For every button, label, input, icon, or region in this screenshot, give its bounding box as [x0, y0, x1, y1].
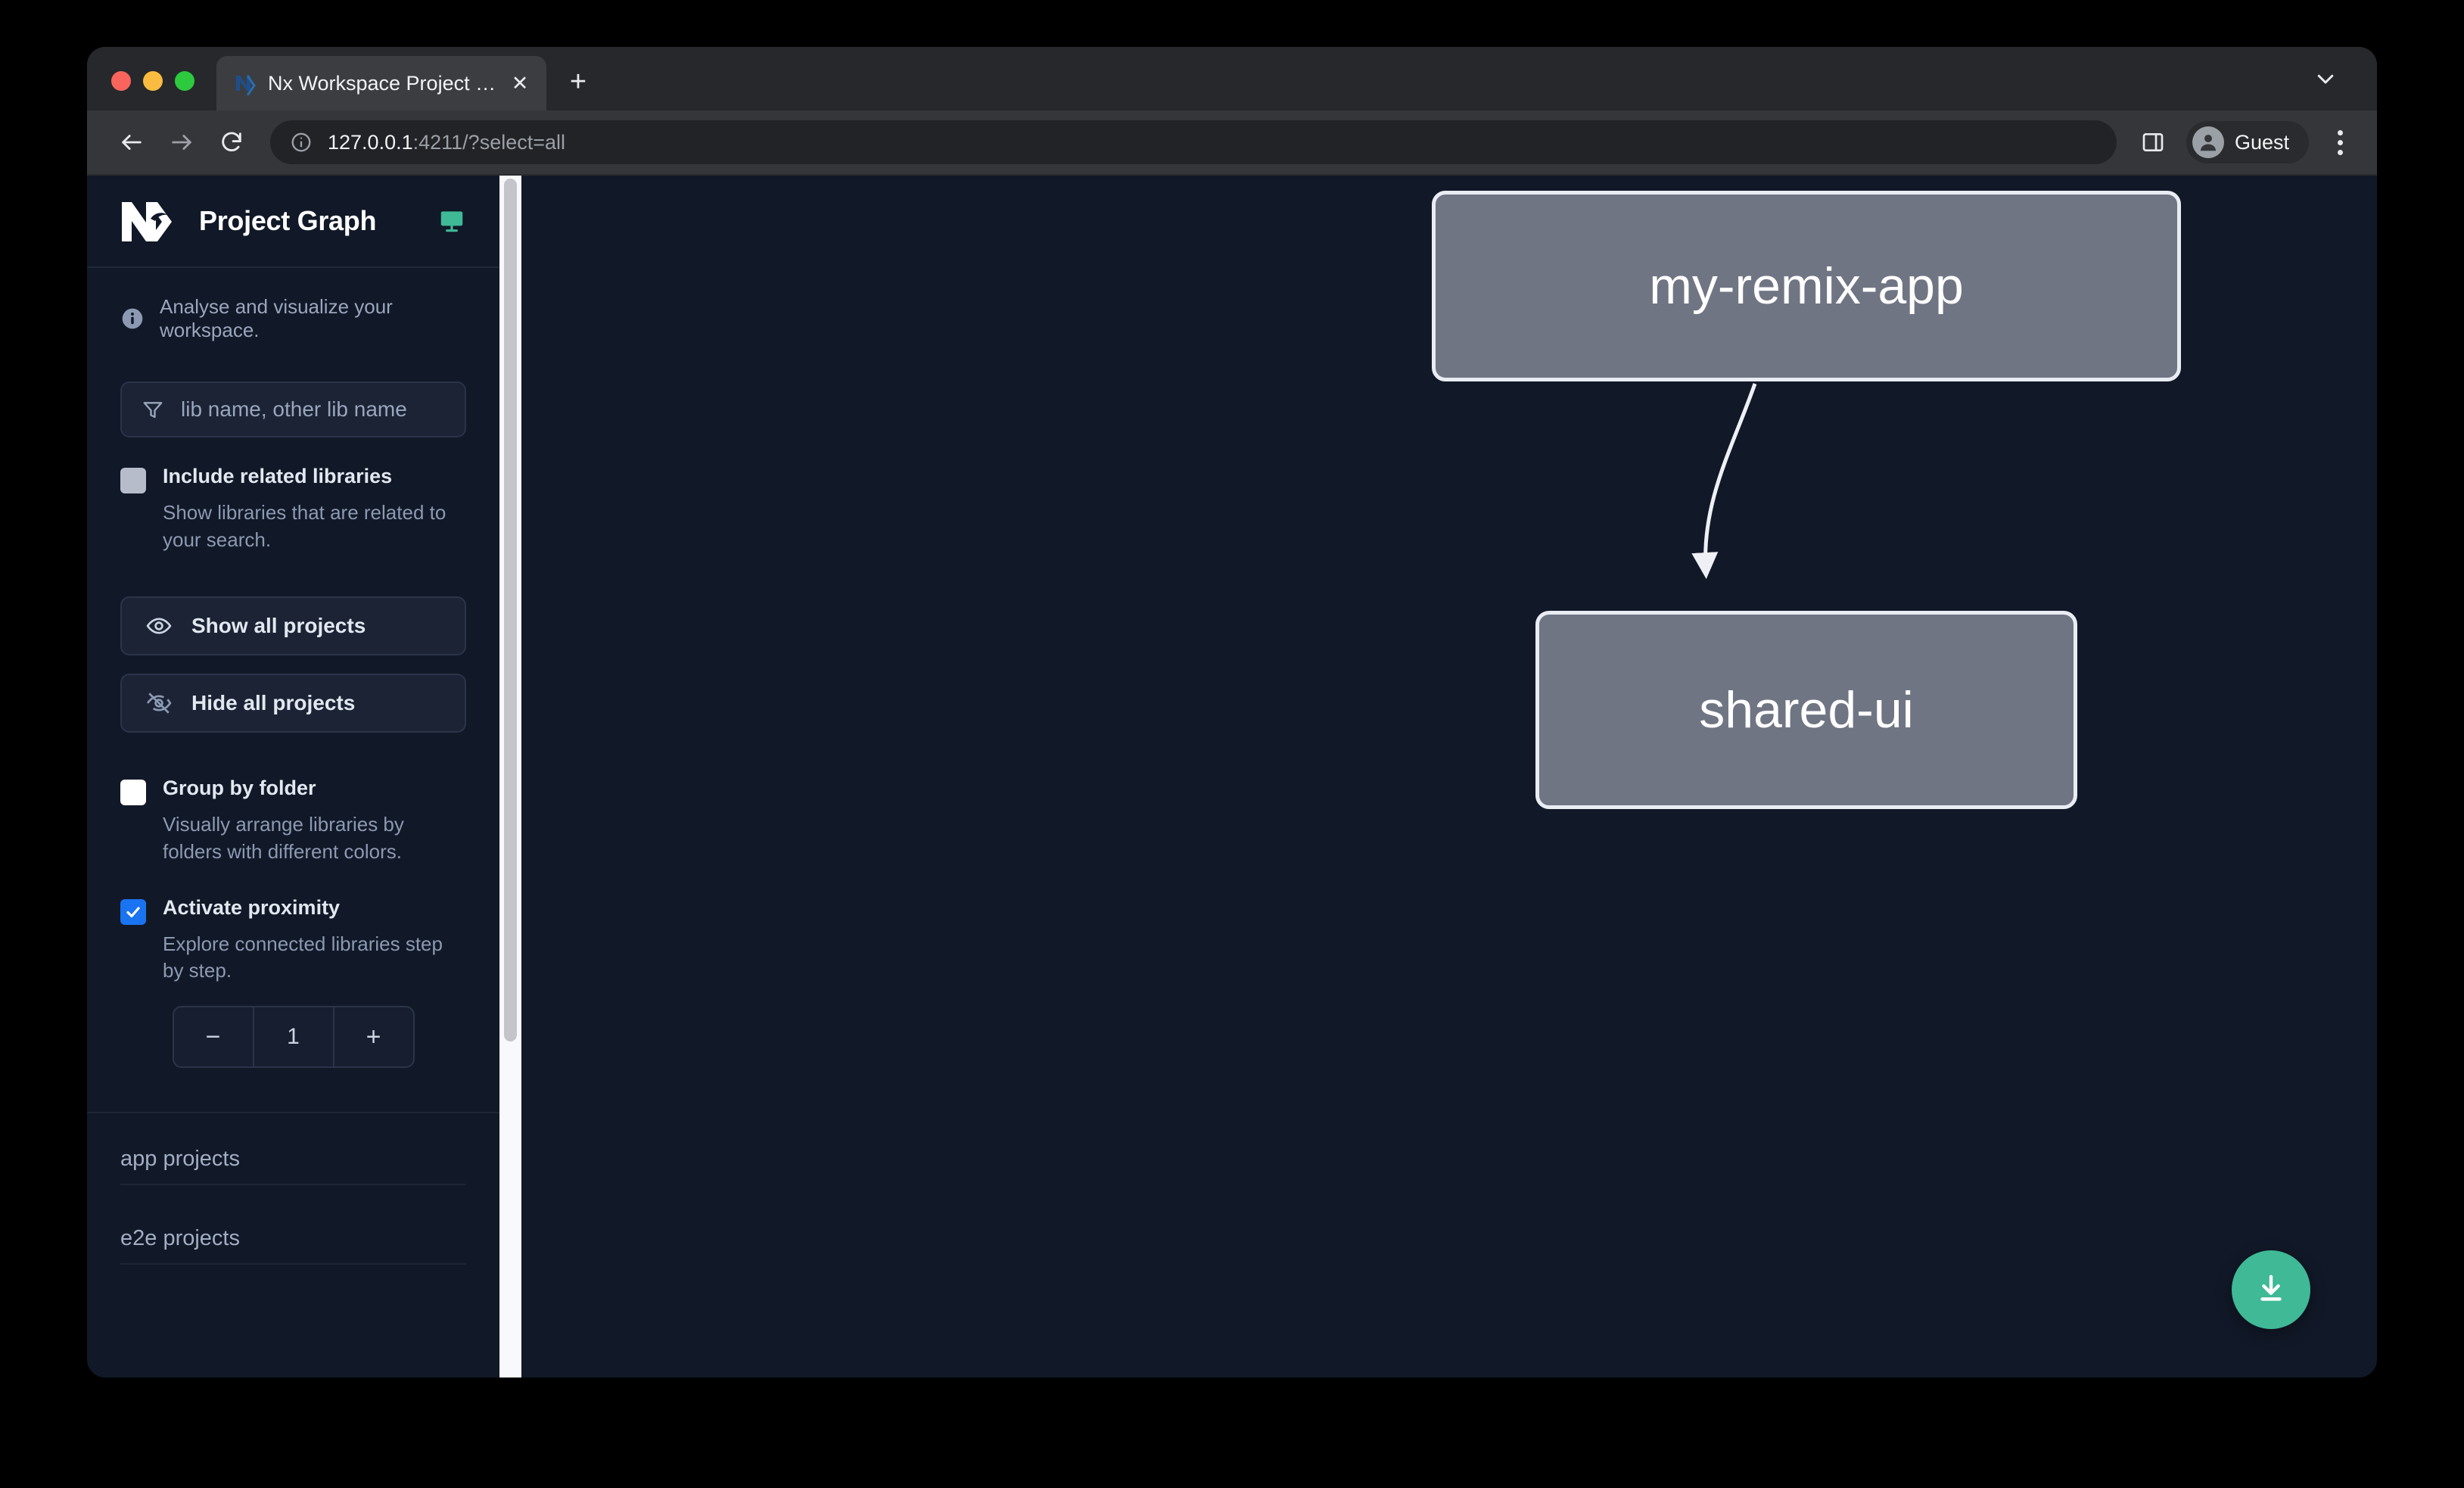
option-include-related-libraries: Include related libraries Show libraries…: [87, 465, 499, 554]
option-label: Group by folder: [163, 776, 316, 799]
sidebar-group-app-projects[interactable]: app projects: [120, 1113, 466, 1186]
maximize-window-button[interactable]: [175, 71, 194, 91]
project-graph-canvas[interactable]: my-remix-app shared-ui: [521, 176, 2377, 1377]
option-label: Activate proximity: [163, 895, 341, 919]
option-row[interactable]: Activate proximity: [120, 896, 466, 925]
option-label: Include related libraries: [163, 465, 393, 487]
proximity-decrement-button[interactable]: −: [205, 1022, 221, 1051]
projects-visibility-buttons: Show all projects Hide all projects: [87, 596, 499, 733]
tagline-text: Analyse and visualize your workspace.: [160, 295, 393, 341]
forward-arrow-icon[interactable]: [160, 120, 204, 164]
chevron-down-icon[interactable]: [2310, 64, 2341, 94]
close-window-button[interactable]: [111, 71, 131, 91]
edge-my-remix-app-to-shared-ui: [1691, 383, 1757, 579]
option-activate-proximity: Activate proximity Explore connected lib…: [87, 896, 499, 1069]
profile-button[interactable]: Guest: [2186, 121, 2309, 163]
side-panel-icon[interactable]: [2136, 126, 2170, 159]
page-title: Project Graph: [199, 205, 377, 236]
page-content: Project Graph: [87, 176, 2377, 1377]
browser-tab[interactable]: Nx Workspace Project Graph ✕: [216, 56, 546, 111]
show-all-projects-label: Show all projects: [191, 613, 366, 637]
window-traffic-lights: [87, 71, 194, 111]
browser-window: Nx Workspace Project Graph ✕ +: [87, 47, 2377, 1377]
proximity-stepper: − 1 +: [172, 1006, 415, 1069]
sidebar-scrollbar[interactable]: [499, 176, 521, 1377]
sidebar-divider: [87, 1112, 499, 1114]
monitor-icon[interactable]: [437, 207, 466, 235]
kebab-menu-icon[interactable]: [2322, 122, 2357, 163]
eye-icon: [146, 613, 172, 639]
user-avatar-icon: [2192, 126, 2224, 158]
hide-all-projects-button[interactable]: Hide all projects: [120, 673, 466, 733]
sidebar-scroll-area: Analyse and visualize your workspace. In…: [87, 268, 499, 1377]
option-description: Visually arrange libraries by folders wi…: [163, 812, 404, 863]
address-bar[interactable]: 127.0.0.1:4211/?select=all: [270, 120, 2117, 164]
site-info-icon[interactable]: [288, 129, 314, 155]
option-row[interactable]: Include related libraries: [120, 465, 466, 493]
reload-icon[interactable]: [210, 120, 254, 164]
sidebar-scrollbar-thumb[interactable]: [504, 179, 517, 1041]
url-text: 127.0.0.1:4211/?select=all: [328, 131, 565, 154]
show-all-projects-button[interactable]: Show all projects: [120, 596, 466, 655]
download-icon: [2254, 1271, 2288, 1309]
kebab-dot: [2337, 139, 2343, 145]
sidebar-group-e2e-projects[interactable]: e2e projects: [120, 1185, 466, 1265]
kebab-dot: [2337, 149, 2343, 155]
download-image-button[interactable]: [2232, 1250, 2310, 1329]
browser-tab-strip: Nx Workspace Project Graph ✕ +: [87, 47, 2377, 111]
new-tab-button[interactable]: +: [569, 65, 587, 98]
eye-off-icon: [146, 690, 172, 716]
kebab-dot: [2337, 129, 2343, 135]
url-host: 127.0.0.1: [328, 130, 413, 154]
sidebar: Project Graph: [87, 176, 499, 1377]
url-path: :4211/?select=all: [412, 130, 566, 154]
tagline-row: Analyse and visualize your workspace.: [87, 268, 499, 342]
hide-all-projects-label: Hide all projects: [191, 690, 356, 714]
nx-favicon-icon: [233, 71, 257, 95]
graph-node-label: my-remix-app: [1649, 257, 1964, 315]
graph-node-label: shared-ui: [1699, 681, 1914, 739]
minimize-window-button[interactable]: [143, 71, 163, 91]
option-group-by-folder: Group by folder Visually arrange librari…: [87, 777, 499, 866]
graph-node-my-remix-app[interactable]: my-remix-app: [1432, 191, 2181, 381]
browser-toolbar: 127.0.0.1:4211/?select=all Guest: [87, 111, 2377, 176]
filter-icon: [142, 398, 164, 421]
option-row[interactable]: Group by folder: [120, 777, 466, 805]
option-description: Show libraries that are related to your …: [163, 501, 446, 551]
search-input[interactable]: [181, 397, 454, 422]
checkbox-include-related-libraries[interactable]: [120, 468, 146, 493]
proximity-value: 1: [252, 1007, 333, 1067]
nx-logo-icon: [120, 199, 176, 243]
filter-field[interactable]: [120, 381, 466, 437]
option-description: Explore connected libraries step by step…: [163, 932, 443, 982]
close-tab-icon[interactable]: ✕: [511, 71, 529, 95]
checkbox-group-by-folder[interactable]: [120, 779, 146, 805]
info-icon: [120, 307, 145, 331]
graph-node-shared-ui[interactable]: shared-ui: [1535, 611, 2077, 809]
proximity-increment-button[interactable]: +: [332, 1007, 413, 1067]
back-arrow-icon[interactable]: [110, 120, 154, 164]
browser-tab-title: Nx Workspace Project Graph: [268, 71, 496, 95]
sidebar-header: Project Graph: [87, 176, 499, 268]
profile-name: Guest: [2234, 130, 2289, 154]
checkbox-activate-proximity[interactable]: [120, 898, 146, 925]
